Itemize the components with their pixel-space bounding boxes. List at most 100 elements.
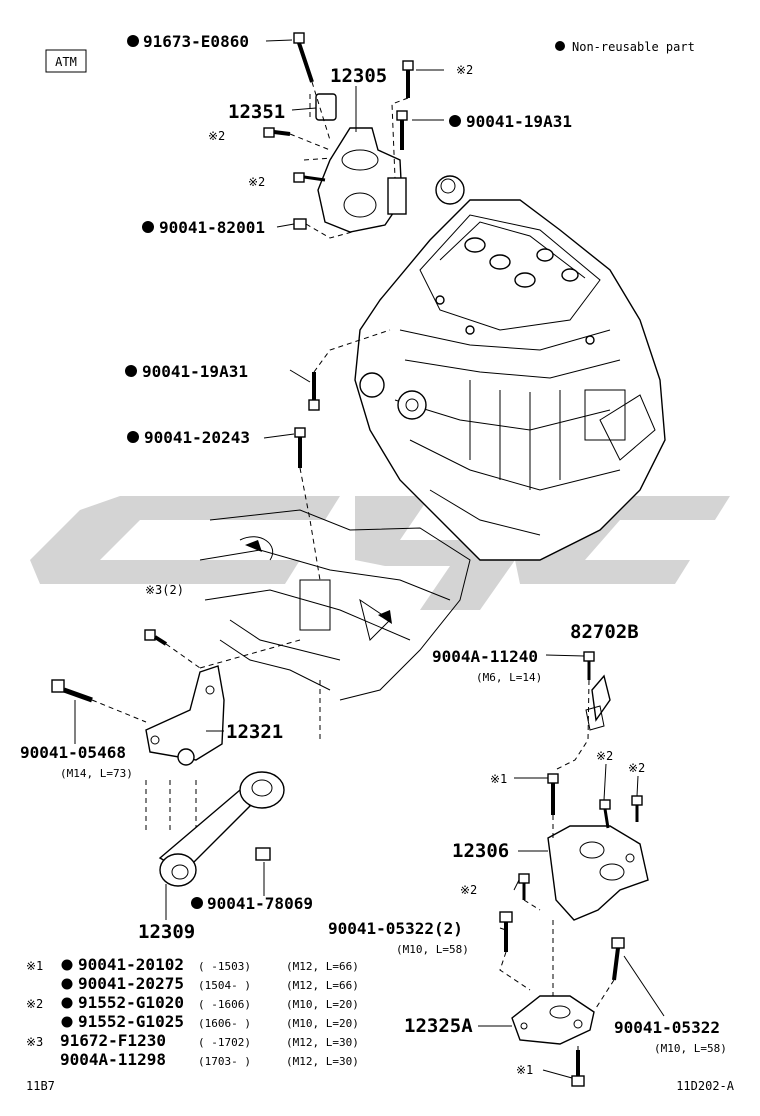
bolt-note1-upper-icon	[547, 773, 559, 815]
callout-note2-mid: ※2	[248, 175, 265, 189]
nonreusable-dot-icon	[61, 997, 73, 1009]
note-range: (1606- )	[198, 1017, 251, 1030]
callout-9004a-11240-spec: (M6, L=14)	[476, 671, 542, 684]
atm-box	[45, 49, 87, 73]
bolt-91673-icon	[293, 32, 314, 83]
nonreusable-dot-icon	[191, 897, 203, 909]
atm-label: ATM	[55, 55, 77, 69]
callout-12309: 12309	[138, 921, 195, 943]
note-part-number: 90041-20102	[78, 955, 184, 974]
callout-90041-05468-spec: (M14, L=73)	[60, 767, 133, 780]
note-range: (1703- )	[198, 1055, 251, 1068]
bolt-note2-mid-icon	[293, 172, 326, 183]
callout-90041-05322-2: 90041-05322(2)	[328, 919, 463, 938]
callout-12306: 12306	[452, 840, 509, 862]
callout-90041-20243: 90041-20243	[144, 428, 250, 447]
bracket-12325a-icon	[511, 995, 595, 1045]
callout-note2-right-c: ※2	[460, 883, 477, 897]
note-part-number: 91552-G1020	[78, 993, 184, 1012]
bracket-12306-icon	[547, 825, 649, 921]
callout-90041-05322-2-spec: (M10, L=58)	[396, 943, 469, 956]
nonreusable-dot-icon	[127, 35, 139, 47]
bolt-11240-icon	[583, 651, 595, 680]
bolt-05468-icon	[51, 679, 93, 703]
nonreusable-dot-icon	[142, 221, 154, 233]
callout-90041-82001: 90041-82001	[159, 218, 265, 237]
upper-mount-assembly	[263, 32, 414, 239]
footer-right-code: 11D202-A	[676, 1079, 735, 1093]
callout-note2-top: ※2	[456, 63, 473, 77]
note-range: ( -1702)	[198, 1036, 251, 1049]
bracket-82702b-icon	[585, 674, 611, 731]
note-part-number: 91552-G1025	[78, 1012, 184, 1031]
bolt-19a31-mid-icon	[308, 372, 320, 411]
note-part-number: 91672-F1230	[60, 1031, 166, 1050]
nonreusable-dot-icon	[449, 115, 461, 127]
callout-90041-19a31-mid: 90041-19A31	[142, 362, 248, 381]
bolt-note2-left-icon	[263, 127, 291, 138]
bolt-note1-lower-icon	[571, 1050, 585, 1087]
footer-left-code: 11B7	[26, 1079, 55, 1093]
note-row: 91552-G1025 (1606- ) (M10, L=20)	[61, 1012, 359, 1031]
bushing-12351-icon	[315, 93, 337, 121]
callout-82702b: 82702B	[570, 621, 639, 643]
bolt-05322-2-icon	[499, 911, 513, 952]
engine-block-illustration	[354, 175, 666, 561]
callout-note1-lower: ※1	[516, 1063, 533, 1077]
bolt-note2-right-b-icon	[631, 795, 643, 822]
callout-12321: 12321	[226, 721, 283, 743]
callout-90041-05468: 90041-05468	[20, 743, 126, 762]
note-range: ( -1503)	[198, 960, 251, 973]
nonreusable-dot-icon	[61, 978, 73, 990]
callout-9004a-11240: 9004A-11240	[432, 647, 538, 666]
nonreusable-dot-icon	[61, 959, 73, 971]
callout-12325a: 12325A	[404, 1015, 473, 1037]
callout-91673-e0860: 91673-E0860	[143, 32, 249, 51]
note-mark: ※1	[26, 959, 43, 973]
callout-note2-left: ※2	[208, 129, 225, 143]
note-spec: (M12, L=66)	[286, 979, 359, 992]
bracket-12305-icon	[317, 127, 407, 233]
body-frame-illustration	[199, 509, 471, 701]
note-mark: ※3	[26, 1035, 43, 1049]
bolt-note2-right-c-icon	[518, 873, 530, 900]
callout-90041-78069: 90041-78069	[207, 894, 313, 913]
bracket-12321-icon	[145, 665, 225, 766]
note-row: 9004A-11298 (1703- ) (M12, L=30)	[60, 1050, 359, 1069]
callout-12351: 12351	[228, 101, 285, 123]
callout-90041-19a31-top: 90041-19A31	[466, 112, 572, 131]
callout-12305: 12305	[330, 65, 387, 87]
note-row: ※3 91672-F1230 ( -1702) (M12, L=30)	[26, 1031, 359, 1050]
bolt-note2-top-icon	[402, 60, 414, 98]
bolt-05322-icon	[611, 937, 625, 981]
note-range: ( -1606)	[198, 998, 251, 1011]
legend-dot-icon	[555, 41, 565, 51]
nonreusable-dot-icon	[127, 431, 139, 443]
note-spec: (M12, L=30)	[286, 1055, 359, 1068]
note-spec: (M10, L=20)	[286, 1017, 359, 1030]
callout-note3: ※3(2)	[145, 583, 184, 597]
nut-82001-icon	[293, 218, 307, 230]
note-part-number: 9004A-11298	[60, 1050, 166, 1069]
callout-90041-05322: 90041-05322	[614, 1018, 720, 1037]
nonreusable-dot-icon	[61, 1016, 73, 1028]
bolt-20243-icon	[294, 427, 306, 468]
bolt-note3-icon	[144, 629, 168, 646]
leader-lines	[74, 69, 665, 1079]
nut-78069-icon	[255, 847, 271, 861]
note-row: 90041-20275(1504- )(M12, L=66)	[61, 974, 359, 993]
note-part-number: 90041-20275	[78, 974, 184, 993]
legend-text: Non-reusable part	[572, 40, 695, 54]
callout-labels: 91673-E0860 12305 12351 ※2 90041-19A31 ※…	[20, 32, 727, 1077]
note-spec: (M10, L=20)	[286, 998, 359, 1011]
callout-90041-05322-spec: (M10, L=58)	[654, 1042, 727, 1055]
callout-note2-right-a: ※2	[596, 749, 613, 763]
note-spec: (M12, L=66)	[286, 960, 359, 973]
note-row: ※1 90041-20102 ( -1503) (M12, L=66)	[26, 955, 359, 974]
note-spec: (M12, L=30)	[286, 1036, 359, 1049]
callout-note2-right-b: ※2	[628, 761, 645, 775]
